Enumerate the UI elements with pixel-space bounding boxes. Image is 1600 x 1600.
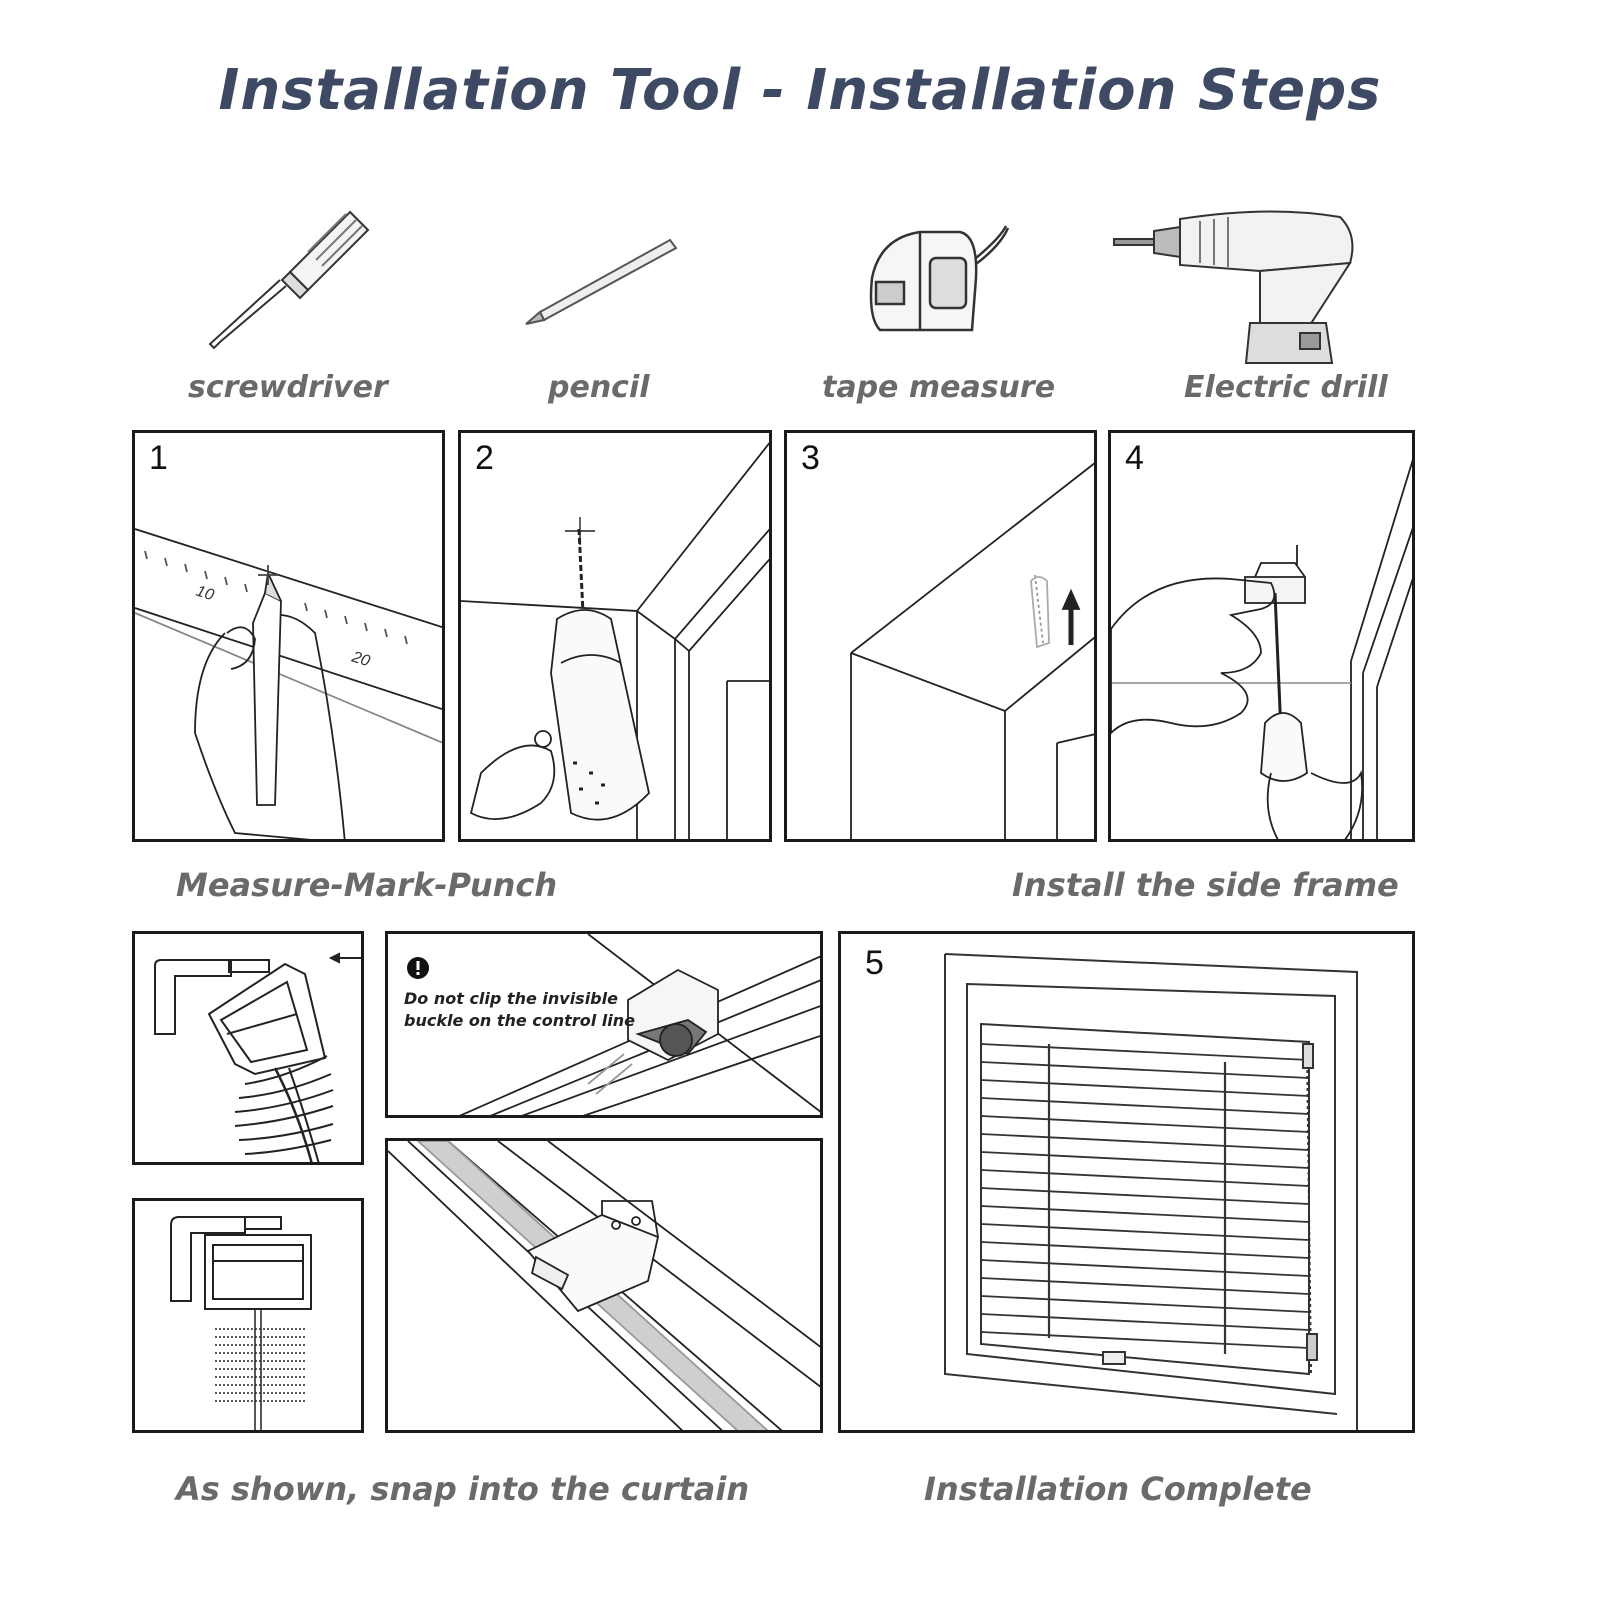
headrail-clip-illustration [459, 934, 820, 1115]
caption-snap-into-curtain: As shown, snap into the curtain [176, 1470, 750, 1508]
bracket-detail-open-illustration [154, 952, 361, 1162]
screwdriver-icon [200, 200, 380, 364]
caption-install-side-frame: Install the side frame [1012, 866, 1399, 904]
step-4-illustration [1111, 459, 1412, 839]
step-number-3: 3 [801, 439, 820, 477]
tool-label-tape-measure: tape measure [822, 370, 1056, 405]
warning-panel: Do not clip the invisible buckle on the … [385, 931, 823, 1118]
tool-label-electric-drill: Electric drill [1184, 370, 1388, 405]
step-number-2: 2 [475, 439, 494, 477]
bracket-detail-closed-illustration [170, 1216, 312, 1430]
step-2-illustration [461, 442, 769, 839]
bracket-detail-open-panel [132, 931, 364, 1165]
tape-measure-icon [860, 218, 1020, 352]
installed-blind-illustration [944, 953, 1358, 1430]
page-title: Installation Tool - Installation Steps [218, 58, 1382, 123]
step-number-4: 4 [1125, 439, 1144, 477]
caption-measure-mark-punch: Measure-Mark-Punch [176, 866, 558, 904]
bracket-detail-closed-panel [132, 1198, 364, 1433]
step-number-5: 5 [865, 944, 884, 982]
step-3-panel: 3 [784, 430, 1097, 842]
ruler-tick-10: 10 [194, 583, 216, 605]
headrail-snap-illustration [388, 1141, 820, 1430]
warning-text: Do not clip the invisible buckle on the … [404, 989, 635, 1030]
step-2-panel: 2 [458, 430, 772, 842]
ruler-tick-20: 20 [349, 648, 372, 670]
caption-installation-complete: Installation Complete [924, 1470, 1312, 1508]
step-5-panel: 5 [838, 931, 1415, 1433]
tool-label-pencil: pencil [548, 370, 650, 405]
tool-label-screwdriver: screwdriver [188, 370, 388, 405]
step-1-panel: 10 20 1 [132, 430, 445, 842]
headrail-snap-panel [385, 1138, 823, 1433]
step-number-1: 1 [149, 439, 168, 477]
step-3-illustration [850, 462, 1094, 839]
pencil-icon [520, 200, 690, 344]
step-1-illustration: 10 20 [135, 528, 442, 839]
step-4-panel: 4 [1108, 430, 1415, 842]
electric-drill-icon [1110, 205, 1370, 374]
